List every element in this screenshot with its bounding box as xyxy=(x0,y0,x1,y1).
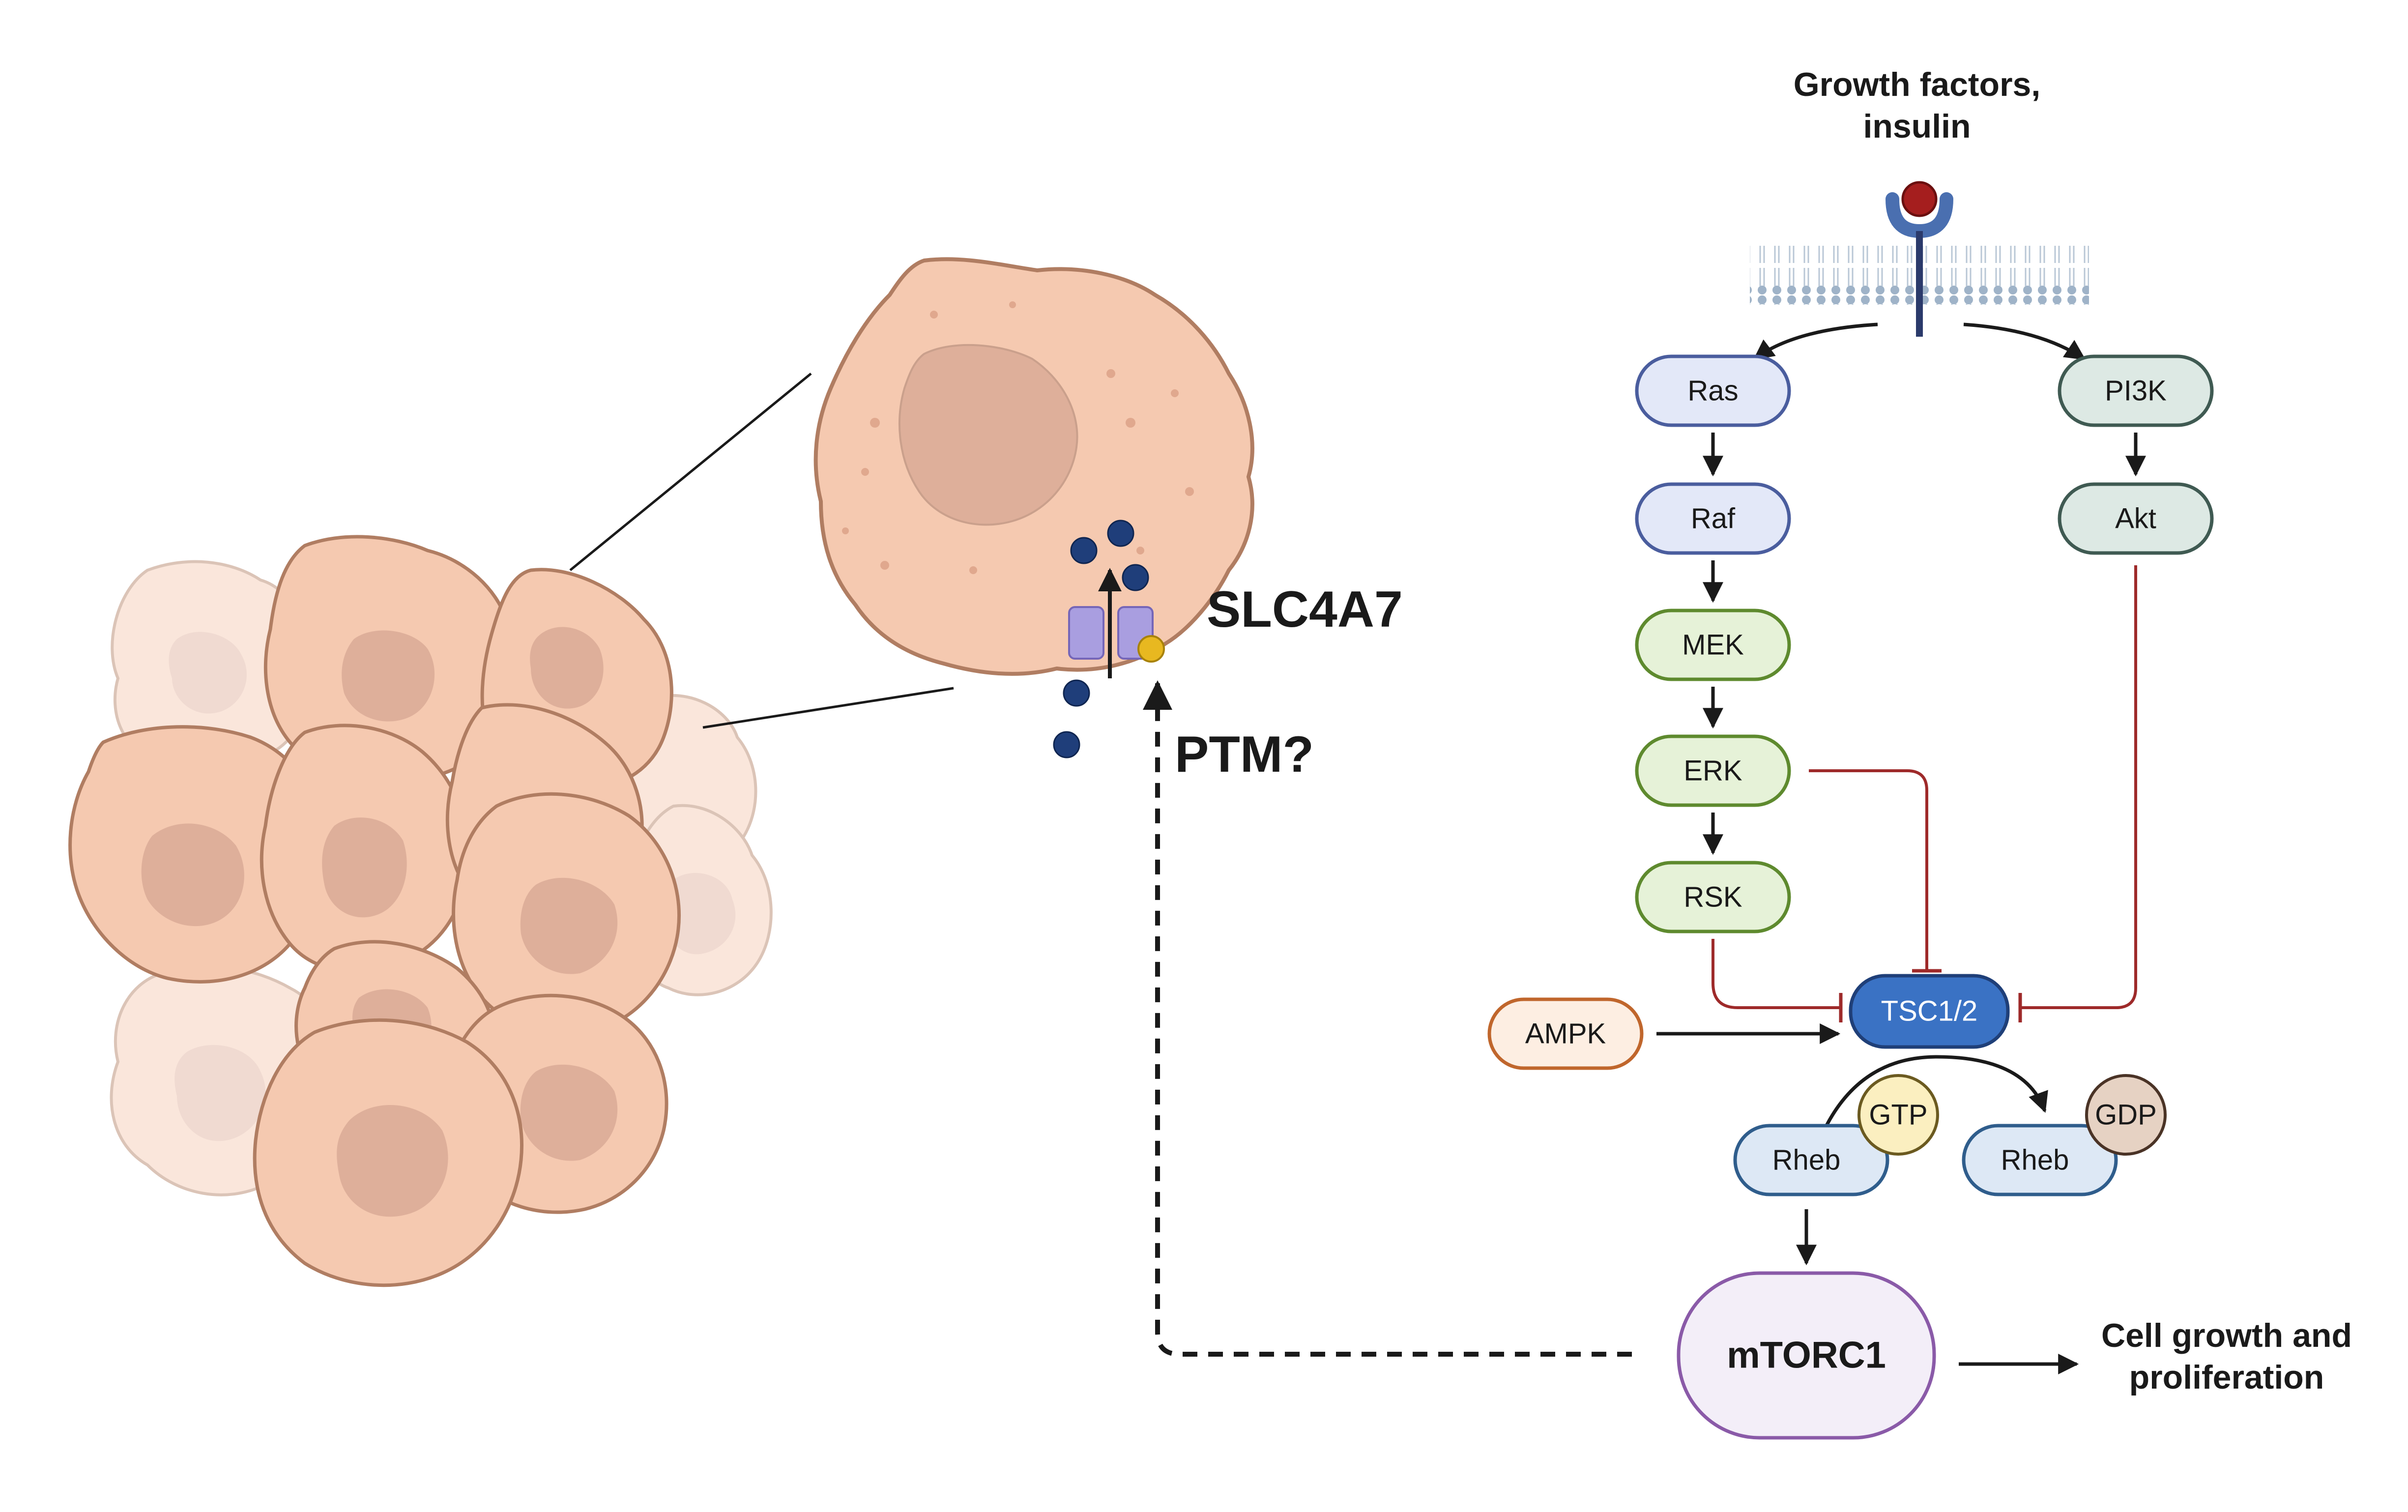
rheb-gdp-node: Rheb GDP xyxy=(1962,1074,2167,1196)
nucleus-4 xyxy=(322,817,407,918)
zoom-line-top xyxy=(569,373,812,571)
ampk-label: AMPK xyxy=(1525,1018,1606,1050)
akt-node: Akt xyxy=(2058,482,2214,555)
nucleus-1 xyxy=(342,630,435,722)
gtp-label: GTP xyxy=(1869,1099,1927,1131)
cell-growth-label-line1: Cell growth and xyxy=(2101,1317,2352,1354)
rsk-label: RSK xyxy=(1683,881,1742,913)
nucleus-bg-4 xyxy=(174,1045,266,1141)
zoomed-cell-nucleus xyxy=(899,344,1078,526)
raf-node: Raf xyxy=(1635,482,1791,555)
transporter-left xyxy=(1068,606,1104,660)
ligand-ball xyxy=(1901,181,1938,217)
ion-1 xyxy=(1070,537,1098,564)
inhibit-erk-to-tsc xyxy=(1809,769,1928,971)
mtorc1-feedback-dashed-arrow xyxy=(1143,680,1632,1357)
zoom-line-bottom xyxy=(702,687,954,729)
ion-3 xyxy=(1122,564,1149,591)
zoomed-cell xyxy=(813,257,1254,676)
arrow-rheb-gtp-to-gdp xyxy=(1812,1055,2048,1156)
tsc-node: TSC1/2 xyxy=(1849,974,2010,1049)
ptm-label: PTM? xyxy=(1175,726,1314,783)
arrow-receptor-to-pi3k xyxy=(1963,322,2086,360)
ion-5 xyxy=(1053,731,1080,758)
inhibit-akt-to-tsc xyxy=(2020,565,2137,1009)
tsc-label: TSC1/2 xyxy=(1881,995,1978,1027)
gdp-label: GDP xyxy=(2095,1099,2157,1131)
ampk-node: AMPK xyxy=(1487,997,1644,1070)
ion-2 xyxy=(1107,520,1134,547)
nucleus-bg-3 xyxy=(662,872,736,955)
erk-label: ERK xyxy=(1683,755,1742,787)
bicarbonate-ions xyxy=(1053,520,1149,758)
pi3k-node: PI3K xyxy=(2058,354,2214,427)
slc4a7-label: SLC4A7 xyxy=(1207,581,1403,638)
rheb-gdp-label: Rheb xyxy=(2001,1144,2069,1176)
nucleus-6 xyxy=(520,877,618,974)
tumor-cell-cluster xyxy=(68,535,773,1287)
growth-factors-label-line1: Growth factors, xyxy=(1794,66,2041,103)
mtorc1-node: mTORC1 xyxy=(1677,1271,1936,1440)
rheb-gtp-node: Rheb GTP xyxy=(1733,1074,1939,1196)
erk-node: ERK xyxy=(1635,734,1791,807)
cytoplasm-dots xyxy=(842,301,1194,574)
nucleus-3 xyxy=(141,823,244,927)
mek-label: MEK xyxy=(1682,629,1744,661)
slc4a7-transporter xyxy=(1068,568,1165,678)
rsk-node: RSK xyxy=(1635,861,1791,933)
rheb-gtp-label: Rheb xyxy=(1772,1144,1841,1176)
pi3k-label: PI3K xyxy=(2105,375,2167,407)
raf-label: Raf xyxy=(1691,503,1736,535)
mtorc1-label: mTORC1 xyxy=(1727,1335,1886,1376)
akt-label: Akt xyxy=(2115,503,2156,535)
nucleus-bg-1 xyxy=(169,632,247,714)
phosphate-ptm-dot xyxy=(1137,635,1165,663)
nucleus-2 xyxy=(530,627,604,709)
ras-node: Ras xyxy=(1635,354,1791,427)
gdp-badge xyxy=(2085,1074,2167,1156)
mek-node: MEK xyxy=(1635,609,1791,681)
ion-4 xyxy=(1063,679,1090,707)
arrow-receptor-to-ras xyxy=(1753,322,1878,360)
nucleus-9 xyxy=(337,1105,448,1217)
receptor xyxy=(1886,181,1953,337)
growth-factors-label-line2: insulin xyxy=(1863,108,1971,145)
cell-growth-label-line2: proliferation xyxy=(2129,1359,2324,1396)
ras-label: Ras xyxy=(1687,375,1738,407)
inhibit-rsk-to-tsc xyxy=(1712,939,1841,1009)
gtp-badge xyxy=(1857,1074,1939,1156)
nucleus-8 xyxy=(520,1064,618,1161)
